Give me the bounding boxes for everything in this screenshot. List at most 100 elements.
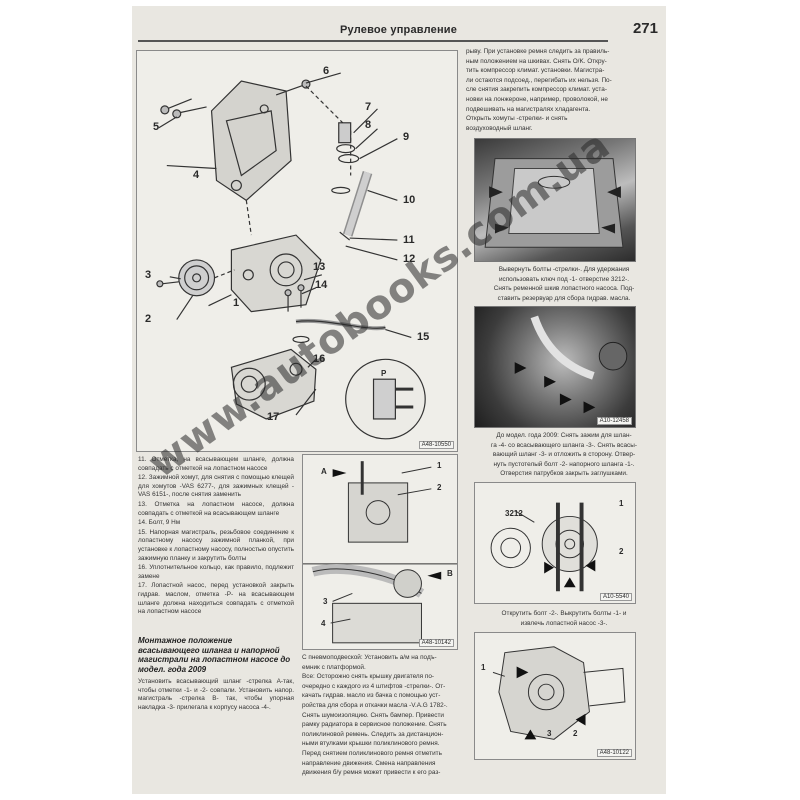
caption-line: вающий шланг -3- и отложить в сторону. О… — [492, 451, 636, 459]
note-item: 12. Зажимной хомут, для снятия с помощью… — [138, 474, 294, 499]
right-top-text: рыву. При установке ремня следить за пра… — [466, 48, 660, 134]
text-line: Открыть хомуты -стрелки- и снять — [466, 115, 568, 123]
text-line: поликлиновой ремень. Следить за дистанци… — [302, 730, 444, 738]
text-line: качать гидрав. масло из бачка с помощью … — [302, 692, 441, 700]
photo2-caption: До модел. года 2009: Снять зажим для шла… — [466, 432, 662, 480]
caption-line: Снять ременной шкив лопастного насоса. П… — [493, 285, 635, 293]
callout-8: 8 — [365, 119, 372, 131]
text-line: емник с платформой. — [302, 663, 366, 671]
main-exploded-figure: 6 5 7 8 9 4 10 11 12 13 3 14 1 2 15 16 1… — [136, 50, 458, 452]
callout-5: 5 — [153, 121, 160, 133]
note-item: 13. Отметка на лопастном насосе, должна … — [138, 500, 294, 517]
figure-hose-position: A 1 2 B 3 4 A48-10142 — [302, 454, 458, 650]
text-line: движения б/у ремня может привести к его … — [302, 769, 441, 777]
caption-line: ставить резервуар для сбора гидрав. масл… — [497, 294, 631, 302]
callout-7: 7 — [365, 101, 372, 113]
callout-mid-2: 2 — [437, 483, 442, 492]
section-text: Установить всасывающий шланг -стрелка А-… — [138, 678, 294, 711]
text-line: ным положением на шкивах. Снять O/K. Отк… — [466, 57, 607, 65]
text-line: воздуховодный шланг. — [466, 124, 533, 132]
text-line: направление движения. Смена направления — [302, 759, 436, 767]
text-line: ли остаются подсоед., перегибать их нель… — [466, 76, 612, 84]
text-line: тить компрессор климат. установки. Магис… — [466, 67, 605, 75]
pump-mount-drawing — [492, 646, 626, 740]
note-item: 14. Болт, 9 Нм — [138, 519, 181, 527]
figure-id-photo2: A10-12458 — [596, 417, 632, 425]
caption-line: использовать ключ под -1- отверстие 3212… — [498, 275, 630, 283]
callout-9: 9 — [403, 131, 410, 143]
photo-engine-bay — [474, 138, 636, 262]
text-line: рыву. При установке ремня следить за пра… — [466, 48, 610, 55]
caption-line: Открутить болт -2-. Выкрутить болты -1- … — [501, 610, 627, 617]
callout-4: 4 — [193, 169, 200, 181]
callout-pump-2: 2 — [573, 729, 578, 738]
callout-1: 1 — [233, 297, 240, 309]
text-line: ройства для сбора и откачки масла -V.A.G… — [302, 701, 448, 709]
left-notes: 11. Отметка, на всасывающем шланге, долж… — [138, 456, 294, 618]
callout-mid-1: 1 — [437, 461, 442, 470]
figure-id-pump: A48-10122 — [596, 749, 632, 757]
caption-line: нуть пустотелый болт -2- напорного шланг… — [493, 460, 635, 468]
callout-6: 6 — [323, 65, 330, 77]
callout-17: 17 — [267, 411, 280, 423]
text-line: С пневмоподвеской: Установить а/м на под… — [302, 654, 437, 661]
callout-p: P — [381, 369, 387, 378]
text-line: рамку радиатора в сервисное положение. С… — [302, 721, 447, 729]
text-line: очередно с каждого из 4 штифтов -стрелки… — [302, 682, 446, 690]
text-line: подвешивать на магистралях хладагента. — [466, 105, 591, 113]
caption-line: Вывернуть болты -стрелки-. Для удержания — [498, 266, 630, 273]
figure-id-main: A48-10550 — [418, 441, 454, 449]
callout-pump-1: 1 — [481, 663, 486, 672]
callout-b: B — [447, 569, 453, 578]
text-line: новки на лонжероне, например, проволокой… — [466, 95, 608, 103]
callout-mid-4: 4 — [321, 619, 326, 628]
callout-2: 2 — [145, 313, 152, 325]
photo3-caption: Открутить болт -2-. Выкрутить болты -1- … — [466, 610, 662, 629]
page-number: 271 — [632, 20, 658, 37]
callout-14: 14 — [315, 279, 328, 291]
callout-12: 12 — [403, 253, 416, 265]
section-heading: Монтажное положение всасывающего шланга … — [138, 636, 291, 674]
callout-3212: 3212 — [505, 509, 523, 518]
mid-text: С пневмоподвеской: Установить а/м на под… — [302, 654, 460, 779]
callout-10: 10 — [403, 194, 416, 206]
text-line: Все: Осторожно снять крышку двигателя по… — [302, 673, 435, 681]
photo1-caption: Вывернуть болты -стрелки-. Для удержания… — [466, 266, 662, 304]
page-header: Рулевое управление 271 — [132, 20, 666, 44]
callout-photo3-1: 1 — [619, 499, 624, 508]
photo-hoses: A10-12458 — [474, 306, 636, 428]
figure-id-photo3: A10-5540 — [599, 593, 632, 601]
callout-16: 16 — [313, 353, 326, 365]
page-title: Рулевое управление — [340, 24, 458, 36]
caption-line: извлечь лопастной насос -3-. — [520, 619, 608, 627]
figure-id-mid: A48-10142 — [418, 639, 454, 647]
note-item: 16. Уплотнительное кольцо, как правило, … — [138, 564, 294, 580]
pulley-drawing — [490, 502, 598, 592]
callout-11: 11 — [403, 234, 415, 246]
header-rule — [138, 40, 608, 42]
figure-pulley: 3212 1 2 A10-5540 — [474, 482, 636, 604]
callout-a: A — [321, 467, 327, 476]
caption-line: га -4- со всасывающего шланга -3-. Снять… — [491, 441, 637, 449]
callout-pump-3: 3 — [547, 729, 552, 738]
callout-photo3-2: 2 — [619, 547, 624, 556]
note-item: 17. Лопастной насос, перед установкой за… — [138, 582, 294, 616]
callout-mid-3: 3 — [323, 597, 328, 606]
engine-bay-drawing — [484, 158, 624, 248]
caption-line: Отверстия патрубков закрыть заглушками. — [500, 470, 628, 478]
figure-pump-mount: 1 3 2 A48-10122 — [474, 632, 636, 760]
text-line: Перед снятием поликлинового ремня отмети… — [302, 749, 442, 757]
hoses-drawing — [514, 315, 628, 414]
callout-13: 13 — [313, 261, 326, 273]
caption-line: До модел. года 2009: Снять зажим для шла… — [496, 432, 632, 439]
callout-3: 3 — [145, 269, 152, 281]
book-page: Рулевое управление 271 — [132, 6, 666, 794]
hose-position-drawing — [303, 461, 457, 644]
note-item: 11. Отметка, на всасывающем шланге, долж… — [138, 456, 294, 472]
text-line: Снять шумоизоляцию. Снять бампер. Привес… — [302, 711, 444, 719]
text-line: сле снятия закрепить компрессор климат. … — [466, 86, 607, 94]
exploded-diagram-drawing — [156, 72, 426, 440]
text-line: ными втулками крышки поликлинового ремня… — [302, 740, 440, 748]
note-item: 15. Напорная магистраль, резьбовое соеди… — [138, 528, 294, 562]
callout-15: 15 — [417, 331, 430, 343]
